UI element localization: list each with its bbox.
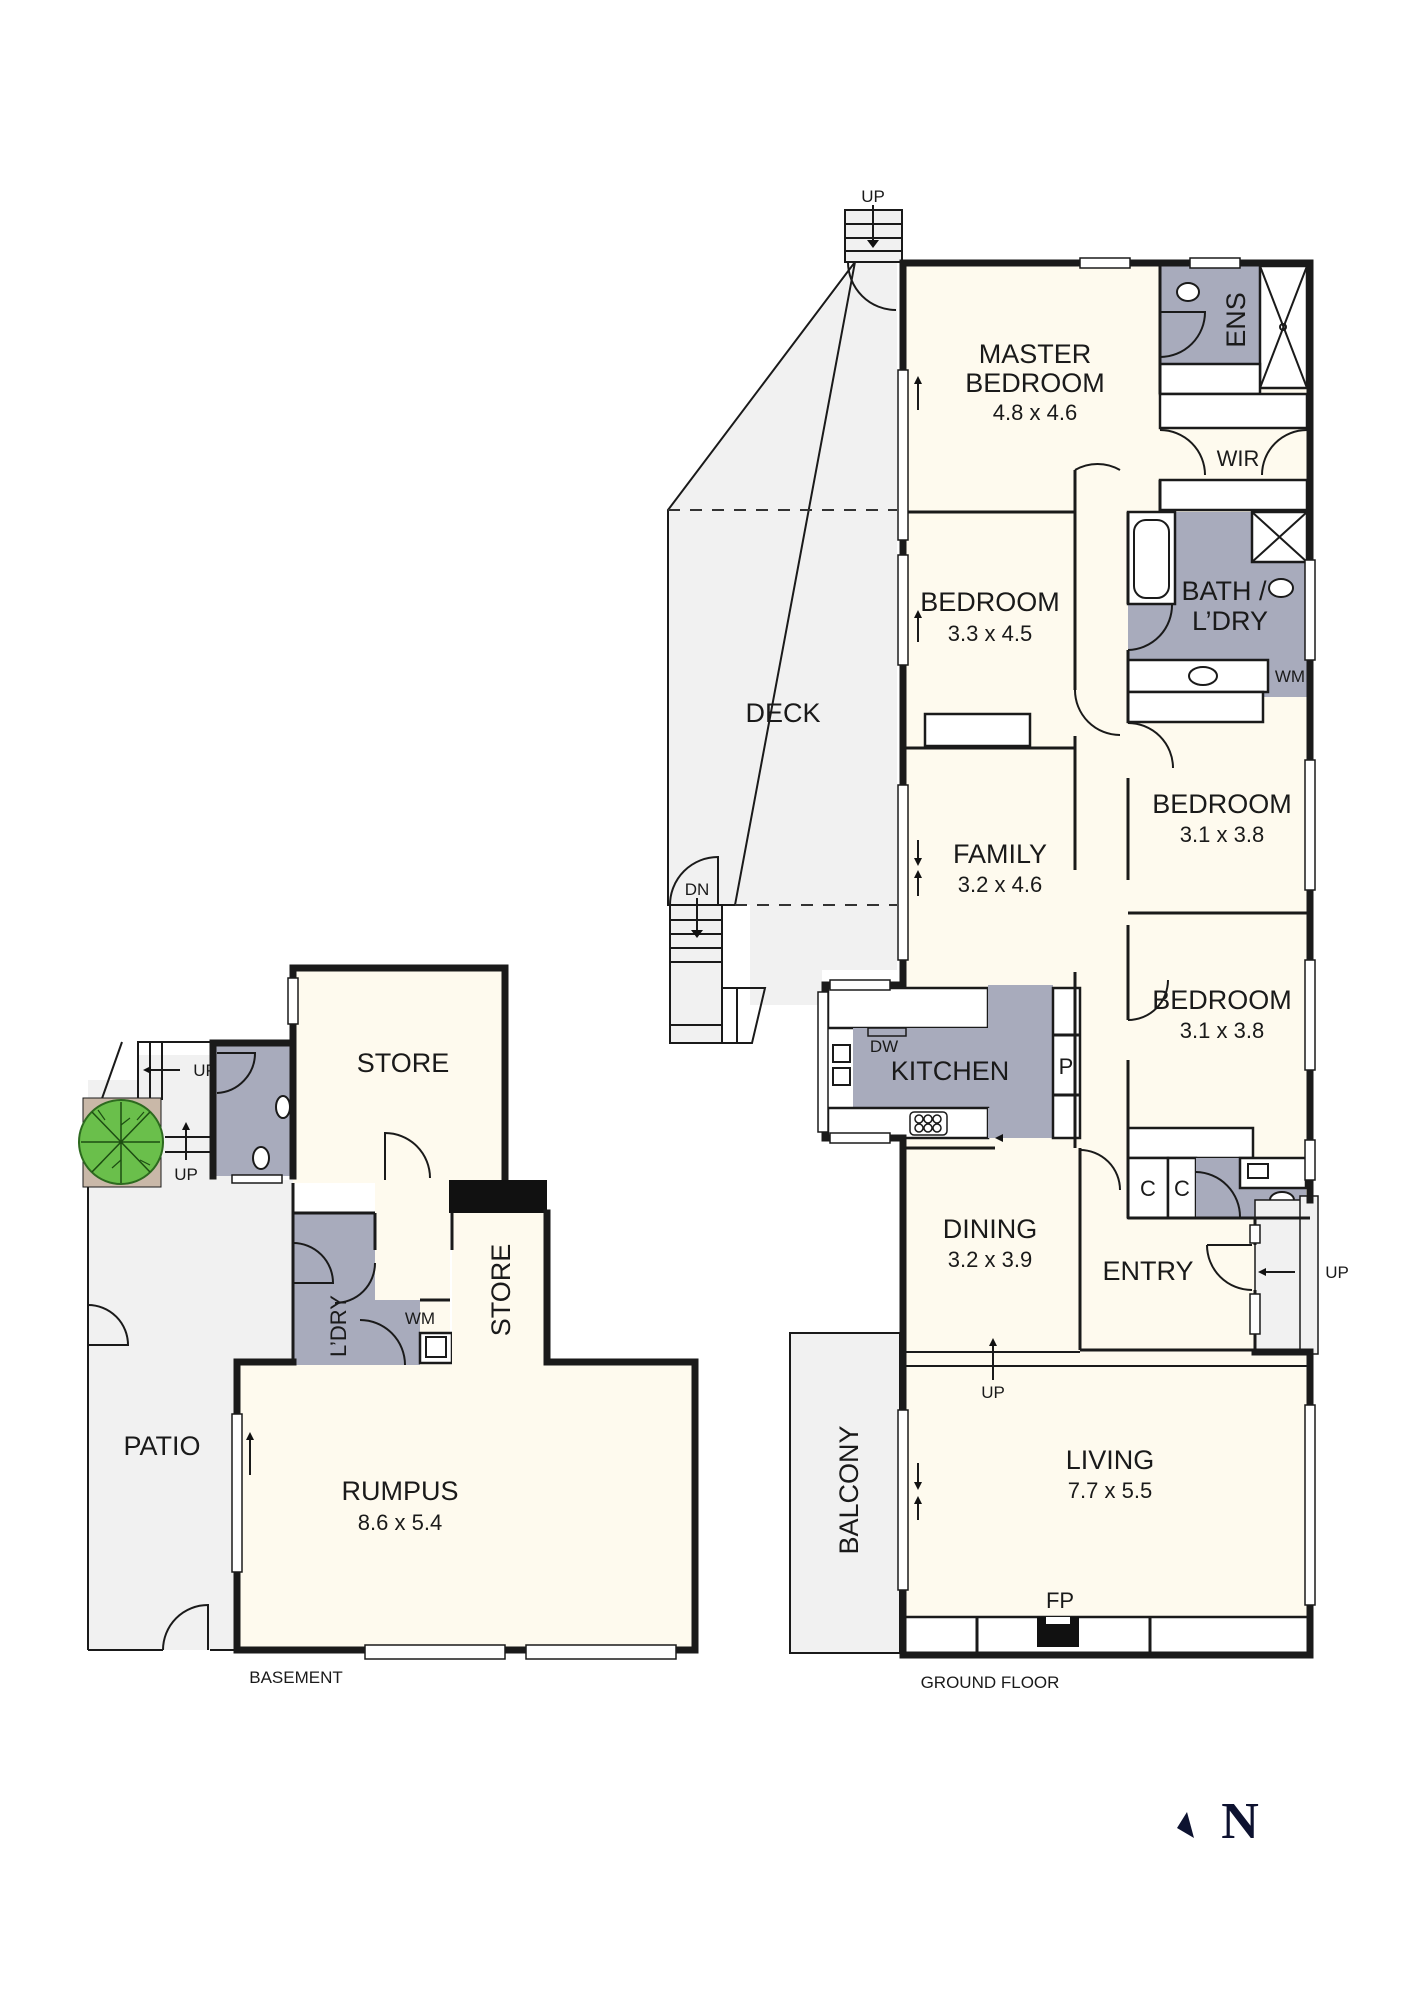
rumpus-size: 8.6 x 5.4 bbox=[358, 1510, 442, 1535]
ground-floor-label: GROUND FLOOR bbox=[921, 1673, 1060, 1692]
compass-letter: N bbox=[1221, 1793, 1259, 1850]
basement: UP UP PATIO STORE L’ bbox=[78, 964, 699, 1687]
living-size: 7.7 x 5.5 bbox=[1068, 1478, 1152, 1503]
bath-laundry-label-1: BATH / bbox=[1181, 576, 1267, 606]
ground-floor: UP DN DECK BALCONY bbox=[667, 187, 1349, 1692]
pantry-label: P bbox=[1059, 1054, 1074, 1079]
deck-stairs-up-label: UP bbox=[861, 187, 885, 206]
master-bedroom-size: 4.8 x 4.6 bbox=[993, 400, 1077, 425]
deck-area bbox=[668, 260, 897, 1005]
rumpus-label: RUMPUS bbox=[341, 1476, 458, 1506]
family-size: 3.2 x 4.6 bbox=[958, 872, 1042, 897]
deck-stairs-down-label: DN bbox=[685, 880, 710, 899]
cupboard-1[interactable]: C bbox=[1140, 1176, 1156, 1201]
living-label: LIVING bbox=[1066, 1445, 1155, 1475]
dishwasher-label: DW bbox=[870, 1037, 898, 1056]
fireplace-label: FP bbox=[1046, 1588, 1074, 1613]
patio-label: PATIO bbox=[123, 1431, 200, 1461]
bedroom3-size: 3.1 x 3.8 bbox=[1180, 822, 1264, 847]
balcony-label: BALCONY bbox=[834, 1425, 864, 1554]
entry-stairs-up-label: UP bbox=[1325, 1263, 1349, 1282]
bedroom4-size: 3.1 x 3.8 bbox=[1180, 1018, 1264, 1043]
cupboard-2[interactable]: C bbox=[1174, 1176, 1190, 1201]
basement-label: BASEMENT bbox=[249, 1668, 343, 1687]
bedroom2-size: 3.3 x 4.5 bbox=[948, 621, 1032, 646]
family-label: FAMILY bbox=[953, 839, 1047, 869]
bedroom4-label: BEDROOM bbox=[1152, 985, 1292, 1015]
north-arrow-icon: N bbox=[1177, 1793, 1259, 1850]
living-step-up-label: UP bbox=[981, 1383, 1005, 1402]
basement-wm-label: WM bbox=[405, 1309, 435, 1328]
store2-label: STORE bbox=[486, 1244, 516, 1337]
master-bedroom-label-2: BEDROOM bbox=[965, 368, 1105, 398]
tree-icon bbox=[78, 1099, 164, 1185]
dining-size: 3.2 x 3.9 bbox=[948, 1247, 1032, 1272]
patio-area bbox=[88, 1055, 295, 1650]
wir-label: WIR bbox=[1217, 446, 1260, 471]
washing-machine-label: WM bbox=[1275, 667, 1305, 686]
bedroom2-label: BEDROOM bbox=[920, 587, 1060, 617]
bedroom3-label: BEDROOM bbox=[1152, 789, 1292, 819]
kitchen-area bbox=[853, 1028, 1053, 1108]
ensuite-label: ENS bbox=[1221, 292, 1251, 348]
master-bedroom-label-1: MASTER bbox=[979, 339, 1092, 369]
deck-stairs-down[interactable] bbox=[669, 855, 767, 1044]
bath-laundry-label-2: L’DRY bbox=[1192, 606, 1268, 636]
deck-stairs-up[interactable] bbox=[844, 205, 903, 311]
rumpus-area bbox=[237, 1365, 695, 1650]
balcony-area bbox=[789, 1332, 901, 1654]
entry-label: ENTRY bbox=[1102, 1256, 1193, 1286]
store1-label: STORE bbox=[357, 1048, 450, 1078]
patio-stairs-up-label-2: UP bbox=[174, 1165, 198, 1184]
dining-label: DINING bbox=[943, 1214, 1038, 1244]
kitchen-label: KITCHEN bbox=[891, 1056, 1010, 1086]
deck-label: DECK bbox=[745, 698, 820, 728]
laundry-label: L’DRY bbox=[326, 1295, 351, 1357]
